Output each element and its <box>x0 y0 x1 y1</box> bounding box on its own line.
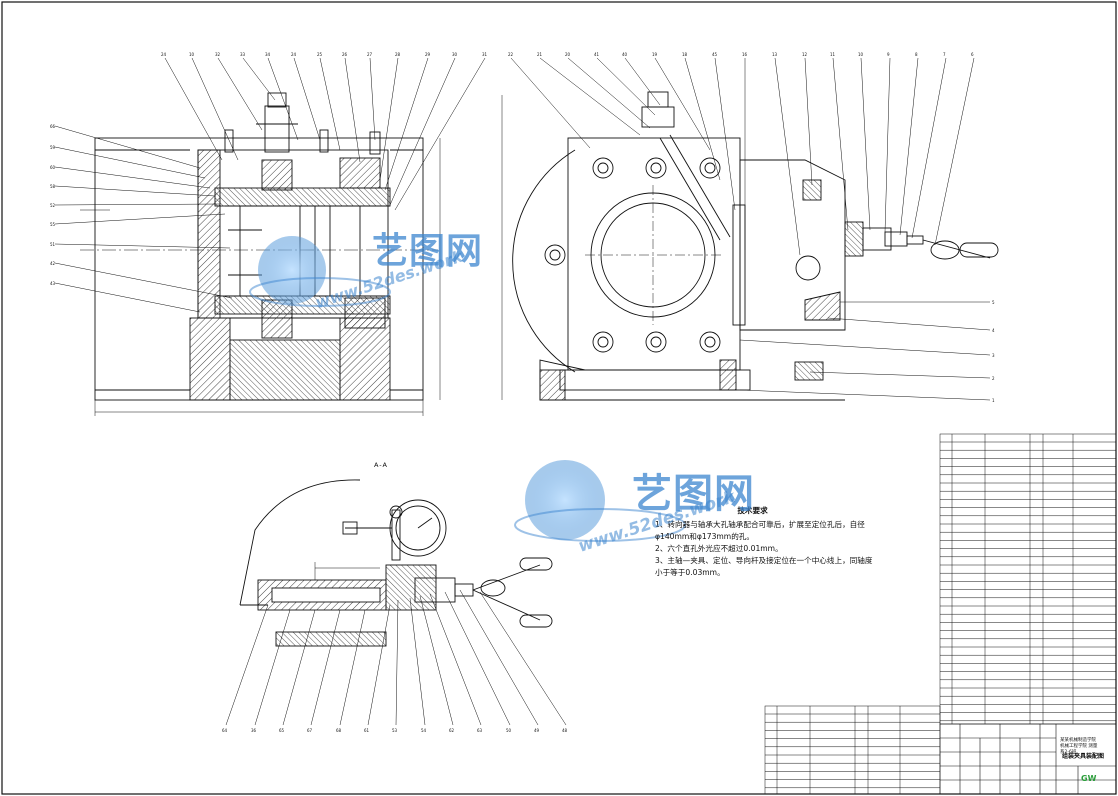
svg-text:10: 10 <box>189 52 195 57</box>
svg-text:22: 22 <box>508 52 514 57</box>
svg-text:52: 52 <box>50 203 56 208</box>
svg-text:8: 8 <box>915 52 918 57</box>
svg-text:25: 25 <box>317 52 323 57</box>
svg-text:62: 62 <box>449 728 455 733</box>
side-view-leaders <box>510 57 991 401</box>
svg-text:60: 60 <box>50 165 56 170</box>
svg-text:40: 40 <box>622 52 628 57</box>
side-view <box>501 91 999 401</box>
requirement-item-1: 1、转向器与轴承大孔轴承配合可靠后，扩展至定位孔后，自径φ140mm和φ173m… <box>655 520 865 541</box>
section-a-a-view <box>239 479 553 647</box>
svg-text:58: 58 <box>50 184 56 189</box>
svg-text:68: 68 <box>336 728 342 733</box>
svg-text:63: 63 <box>477 728 483 733</box>
svg-text:34: 34 <box>265 52 271 57</box>
svg-text:41: 41 <box>594 52 600 57</box>
svg-text:53: 53 <box>392 728 398 733</box>
front-view-balloons: 24 10 32 33 34 24 25 26 27 28 29 30 31 66 59 60… <box>50 52 488 286</box>
svg-text:32: 32 <box>215 52 221 57</box>
svg-text:66: 66 <box>50 124 56 129</box>
title-block <box>939 723 1117 795</box>
svg-text:19: 19 <box>652 52 658 57</box>
svg-text:3: 3 <box>992 353 995 358</box>
svg-text:59: 59 <box>50 145 56 150</box>
svg-text:24: 24 <box>291 52 297 57</box>
section-view-balloons: 64 36 65 67 68 61 53 54 62 63 50 49 48 <box>222 728 568 733</box>
svg-text:10: 10 <box>858 52 864 57</box>
svg-text:1: 1 <box>992 398 995 403</box>
svg-text:6: 6 <box>971 52 974 57</box>
svg-text:64: 64 <box>222 728 228 733</box>
lower-parts-list-table <box>764 705 941 795</box>
svg-text:48: 48 <box>562 728 568 733</box>
svg-text:50: 50 <box>506 728 512 733</box>
svg-text:5: 5 <box>992 300 995 305</box>
svg-text:11: 11 <box>830 52 836 57</box>
svg-text:20: 20 <box>565 52 571 57</box>
svg-text:21: 21 <box>537 52 543 57</box>
section-a-a-label: A-A <box>374 461 388 469</box>
svg-text:43: 43 <box>50 281 56 286</box>
svg-text:42: 42 <box>50 261 56 266</box>
front-view-leaders <box>54 57 486 313</box>
watermark-globe-2 <box>514 460 686 542</box>
svg-text:36: 36 <box>251 728 257 733</box>
technical-requirements-title: 技术要求 <box>737 506 768 515</box>
svg-text:45: 45 <box>712 52 718 57</box>
svg-text:13: 13 <box>772 52 778 57</box>
requirement-item-3: 3、主轴—夹具、定位、导向杆及接定位在一个中心线上，同轴度小于等于0.03mm。 <box>655 556 873 577</box>
svg-text:51: 51 <box>50 242 56 247</box>
title-block-drawing-title: 组装夹具装配图 <box>1062 753 1105 760</box>
watermark-brand-1: 艺图网 <box>372 231 484 272</box>
svg-text:12: 12 <box>802 52 808 57</box>
technical-requirements: 技术要求 1、转向器与轴承大孔轴承配合可靠后，扩展至定位孔后，自径φ140mm和… <box>655 505 880 579</box>
svg-text:28: 28 <box>395 52 401 57</box>
title-block-company: 某某机械制造学院 机械工程学院 测量系2-6班 <box>1060 738 1098 755</box>
section-view-leaders <box>225 589 567 726</box>
svg-text:55: 55 <box>50 222 56 227</box>
svg-text:16: 16 <box>742 52 748 57</box>
requirement-item-2: 2、六个直孔外光应不超过0.01mm。 <box>655 544 783 553</box>
svg-text:18: 18 <box>682 52 688 57</box>
svg-text:65: 65 <box>279 728 285 733</box>
svg-text:67: 67 <box>307 728 313 733</box>
front-section-view <box>80 92 441 416</box>
svg-text:4: 4 <box>992 328 995 333</box>
svg-text:33: 33 <box>240 52 246 57</box>
svg-text:2: 2 <box>992 376 995 381</box>
svg-text:27: 27 <box>367 52 373 57</box>
svg-text:30: 30 <box>452 52 458 57</box>
svg-text:7: 7 <box>943 52 946 57</box>
parts-list-table <box>939 433 1117 725</box>
svg-text:26: 26 <box>342 52 348 57</box>
svg-text:9: 9 <box>887 52 890 57</box>
title-block-logo: GW <box>1081 774 1097 783</box>
svg-text:49: 49 <box>534 728 540 733</box>
svg-text:54: 54 <box>421 728 427 733</box>
svg-text:24: 24 <box>161 52 167 57</box>
watermark-globe-1 <box>249 236 391 307</box>
svg-text:29: 29 <box>425 52 431 57</box>
svg-text:61: 61 <box>364 728 370 733</box>
svg-text:31: 31 <box>482 52 488 57</box>
watermark-brand-2: 艺图网 <box>632 471 755 517</box>
